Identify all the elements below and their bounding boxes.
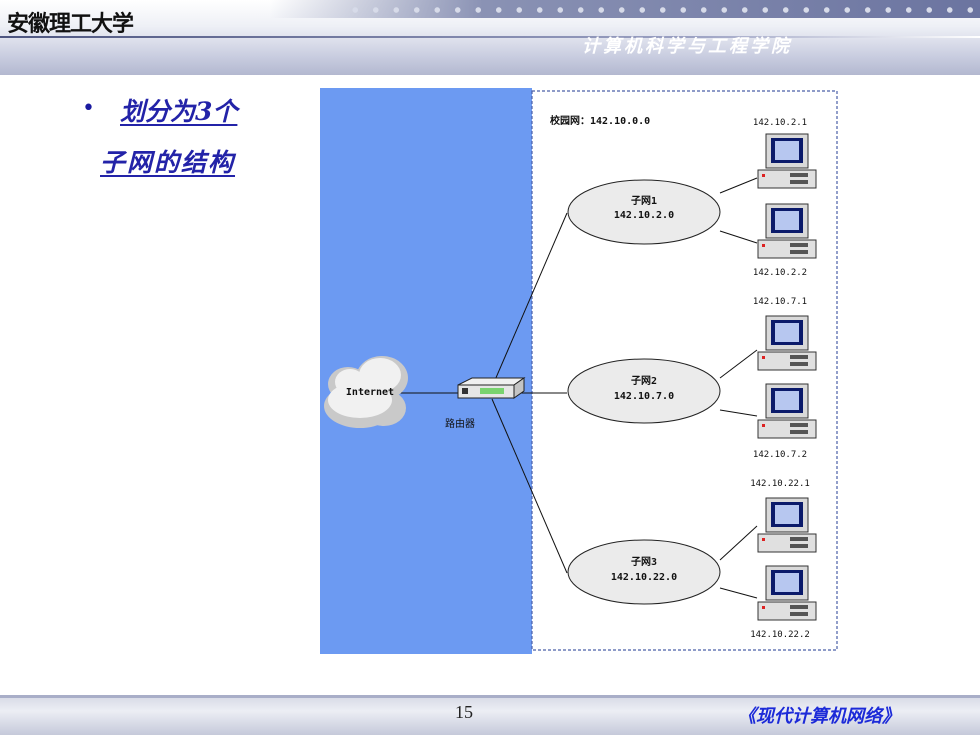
subnet-1-name: 子网1 (631, 195, 657, 207)
footer-line (0, 695, 980, 698)
host-1-2-ip: 142.10.2.2 (753, 268, 807, 278)
school-name: 安徽理工大学 (7, 12, 134, 37)
router-label: 路由器 (445, 417, 475, 430)
slide-footer (0, 695, 980, 735)
book-title: 《现代计算机网络》 (738, 706, 900, 727)
computer-icon (757, 203, 817, 259)
computer-icon (757, 565, 817, 621)
campus-network-label: 校园网：142.10.0.0 (550, 114, 650, 127)
subnet-2-name: 子网2 (631, 375, 657, 387)
slide-header (0, 0, 980, 75)
network-diagram: Internet 路由器 校园网：142.10.0.0 子网1 142.10.2… (320, 88, 838, 654)
bullet-icon: • (82, 96, 95, 121)
computer-icon (757, 383, 817, 439)
header-underline (0, 36, 980, 38)
internet-cloud-icon (324, 356, 408, 428)
college-name: 计算机科学与工程学院 (582, 36, 792, 57)
slide-title-line1: 划分为3个 (120, 97, 238, 126)
page-number: 15 (455, 702, 473, 722)
slide-title-line2: 子网的结构 (100, 148, 236, 177)
computer-icon (757, 497, 817, 553)
subnet-3-ellipse (567, 539, 721, 605)
header-dots (345, 5, 980, 15)
computer-icon (757, 133, 817, 189)
host-2-2-ip: 142.10.7.2 (753, 450, 807, 460)
host-2-1-ip: 142.10.7.1 (753, 297, 807, 307)
host-3-2-ip: 142.10.22.2 (750, 630, 810, 640)
computer-icon (757, 315, 817, 371)
subnet-1-ellipse (567, 179, 721, 245)
host-3-1-ip: 142.10.22.1 (750, 479, 810, 489)
subnet-2-ellipse (567, 358, 721, 424)
host-1-1-ip: 142.10.2.1 (753, 118, 807, 128)
subnet-3-name: 子网3 (631, 556, 657, 568)
subnet-1-address: 142.10.2.0 (614, 210, 674, 221)
internet-label: Internet (346, 387, 394, 398)
router-icon (457, 377, 526, 399)
subnet-2-address: 142.10.7.0 (614, 391, 674, 402)
subnet-3-address: 142.10.22.0 (611, 572, 677, 583)
